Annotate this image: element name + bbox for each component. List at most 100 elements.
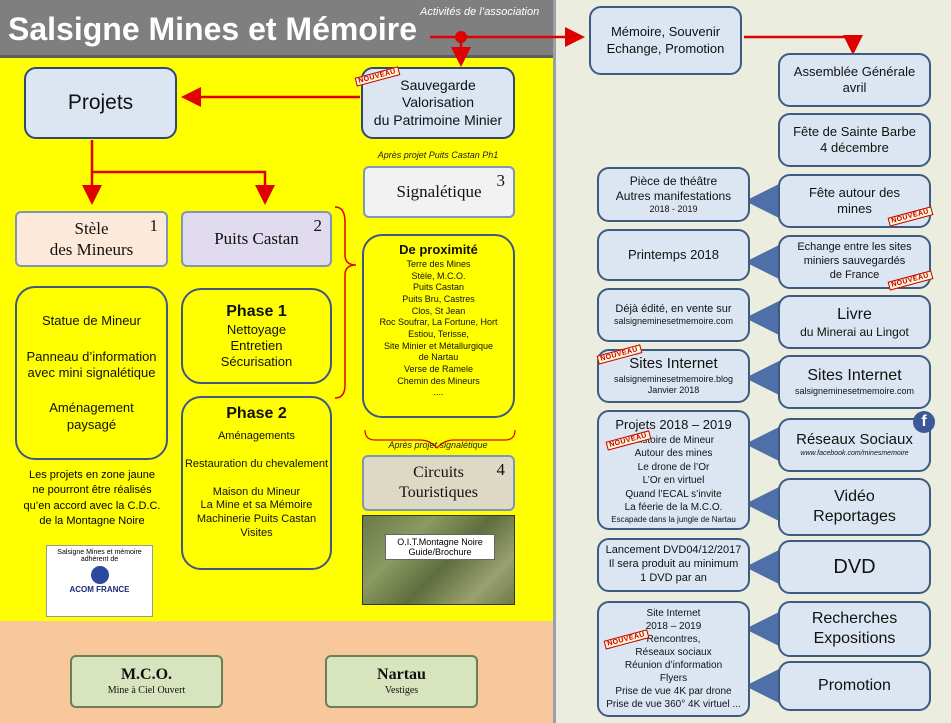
oit-line2: Guide/Brochure bbox=[408, 547, 472, 557]
phase1-item: Sécurisation bbox=[220, 354, 293, 370]
nartau-box: Nartau Vestiges bbox=[325, 655, 478, 708]
phase1-title: Phase 1 bbox=[226, 302, 287, 320]
lancement-line1: Lancement DVD04/12/2017 bbox=[605, 544, 742, 557]
stele-line2: des Mineurs bbox=[49, 240, 134, 259]
proximite-item: Site Minier et Métallurgique bbox=[383, 340, 494, 351]
phase2-item: La Mine et sa Mémoire bbox=[200, 499, 313, 512]
siteinternet-item: Réseaux sociaux bbox=[635, 647, 712, 658]
apres-castan-note: Après projet Puits Castan Ph1 bbox=[377, 150, 499, 160]
sites-com-title: Sites Internet bbox=[807, 367, 902, 385]
siteinternet-box: Site Internet 2018 – 2019 Rencontres, Ré… bbox=[597, 601, 750, 717]
circuits-number: 4 bbox=[496, 460, 506, 479]
statue-item2: Panneau d’information avec mini signalét… bbox=[26, 348, 157, 380]
signal-box: Signalétique 3 bbox=[363, 166, 515, 218]
proximite-item: Clos, St Jean bbox=[411, 305, 466, 316]
oit-map-image: O.I.T.Montagne Noire Guide/Brochure bbox=[362, 515, 515, 605]
oit-label: O.I.T.Montagne Noire Guide/Brochure bbox=[385, 534, 495, 560]
nartau-sub: Vestiges bbox=[384, 685, 419, 697]
castan-number: 2 bbox=[313, 216, 323, 235]
phase2-item: Maison du Mineur bbox=[212, 485, 301, 498]
nartau-title: Nartau bbox=[377, 666, 426, 684]
lancement-box: Lancement DVD04/12/2017 Il sera produit … bbox=[597, 538, 750, 592]
stele-box: Stèle des Mineurs 1 bbox=[15, 211, 168, 267]
sites-com-box: Sites Internet salsignemineset­memoire.c… bbox=[778, 355, 931, 409]
proximite-item: Chemin des Mineurs bbox=[397, 375, 480, 386]
divider bbox=[553, 0, 556, 723]
projets1819-item: La féerie de la M.C.O. bbox=[624, 502, 723, 514]
sauvegarde-line3: du Patrimoine Minier bbox=[373, 111, 503, 128]
acom-logo-icon bbox=[90, 566, 109, 584]
phase2-item: Machinerie Puits Castan bbox=[196, 513, 317, 525]
stele-number: 1 bbox=[149, 216, 159, 235]
projets1819-item: Quand l’ECAL s’invite bbox=[625, 488, 722, 500]
statue-item3: Aménagement paysagé bbox=[49, 400, 134, 432]
circuits-box: Circuits Touristiques 4 bbox=[362, 455, 515, 511]
recherches-line1: Recherches bbox=[811, 610, 898, 627]
sauvegarde-box: Sauvegarde Valorisation du Patrimoine Mi… bbox=[361, 67, 515, 139]
phase2-item: Restauration du chevalement bbox=[184, 457, 329, 470]
circuits-line2: Touristiques bbox=[399, 484, 478, 501]
proximite-box: De proximité Terre des Mines Stèle, M.C.… bbox=[362, 234, 515, 418]
projets1819-item: Le drone de l’Or bbox=[637, 461, 710, 473]
proximite-item: Terre des Mines bbox=[406, 258, 471, 269]
signal-number: 3 bbox=[496, 171, 506, 190]
lancement-line2: Il sera produit au minimum bbox=[608, 558, 739, 571]
page-subtitle: Activités de l’association bbox=[420, 6, 540, 18]
video-line1: Vidéo bbox=[834, 488, 875, 505]
reseaux-url: www.facebook.com/minesmemoire bbox=[800, 450, 909, 457]
projets1819-title: Projets 2018 – 2019 bbox=[615, 417, 732, 432]
echange-box: Echange entre les sites miniers sauvegar… bbox=[778, 235, 931, 289]
projets1819-box: Projets 2018 – 2019 Histoire de Mineur A… bbox=[597, 410, 750, 530]
reseaux-box: Réseaux Sociaux www.facebook.com/minesme… bbox=[778, 418, 931, 472]
projets-label: Projets bbox=[67, 90, 134, 114]
dvd-box: DVD bbox=[778, 540, 931, 594]
livre-line2: du Minerai au Lingot bbox=[800, 324, 909, 339]
fete-mines-line1: Fête autour des bbox=[808, 184, 901, 200]
siteinternet-item: Flyers bbox=[659, 673, 688, 684]
siteinternet-item: Réunion d’information bbox=[624, 660, 723, 671]
circuits-line1: Circuits bbox=[413, 464, 464, 481]
stele-line1: Stèle bbox=[74, 218, 109, 238]
reseaux-title: Réseaux Sociaux bbox=[796, 431, 913, 449]
acom-badge: Salsigne Mines et mémoire adhérent de AC… bbox=[46, 545, 153, 617]
echange-line3: de France bbox=[829, 268, 880, 281]
facebook-icon: f bbox=[913, 411, 935, 433]
echange-line2: miniers sauvegardés bbox=[803, 255, 906, 268]
signal-label: Signalétique bbox=[396, 182, 482, 202]
projets-box: Projets bbox=[24, 67, 177, 139]
theatre-line2: Autres manifestations bbox=[615, 188, 732, 203]
proximite-item: Estiou, Terisse, bbox=[408, 329, 469, 340]
siteinternet-item: Prise de vue 360° 4K virtuel ... bbox=[606, 699, 741, 710]
projets1819-item: Histoire de Mineur bbox=[632, 434, 715, 446]
video-line2: Reportages bbox=[813, 508, 896, 525]
acom-line2: adhérent de bbox=[80, 556, 119, 563]
siteinternet-item: Site Internet bbox=[646, 608, 701, 619]
statue-box: Statue de Mineur Panneau d’information a… bbox=[15, 286, 168, 460]
phase2-title: Phase 2 bbox=[226, 405, 287, 422]
barbe-line2: 4 décembre bbox=[820, 140, 889, 155]
recherches-line2: Expositions bbox=[813, 630, 896, 647]
ag-line1: Assemblée Générale bbox=[793, 63, 916, 79]
proximite-item: Puits Castan bbox=[412, 282, 465, 293]
lancement-line3: 1 DVD par an bbox=[640, 571, 707, 584]
note-line: ne pourront être réalisés bbox=[32, 484, 152, 497]
oit-line1: O.I.T.Montagne Noire bbox=[397, 537, 483, 547]
memoire-box: Mémoire, Souvenir Echange, Promotion bbox=[589, 6, 742, 75]
deja-box: Déjà édité, en vente sur salsignemineset… bbox=[597, 288, 750, 342]
sites-com-url: salsignemineset­memoire.com bbox=[794, 386, 915, 397]
promotion-label: Promotion bbox=[818, 677, 891, 694]
printemps-box: Printemps 2018 bbox=[597, 229, 750, 281]
printemps-label: Printemps 2018 bbox=[627, 246, 720, 262]
siteinternet-item: 2018 – 2019 bbox=[645, 621, 702, 632]
proximite-item: Puits Bru, Castres bbox=[402, 293, 475, 304]
projets1819-item: Escapade dans la jungle de Nartau bbox=[611, 514, 736, 524]
phase1-item: Entretien bbox=[230, 337, 283, 353]
dvd-label: DVD bbox=[833, 555, 876, 578]
phase2-item: Visites bbox=[240, 526, 273, 539]
projets1819-item: Autour des mines bbox=[634, 448, 713, 460]
video-box: Vidéo Reportages bbox=[778, 478, 931, 536]
fete-mines-line2: mines bbox=[837, 201, 872, 216]
castan-label: Puits Castan bbox=[214, 229, 299, 249]
recherches-box: Recherches Expositions bbox=[778, 601, 931, 657]
